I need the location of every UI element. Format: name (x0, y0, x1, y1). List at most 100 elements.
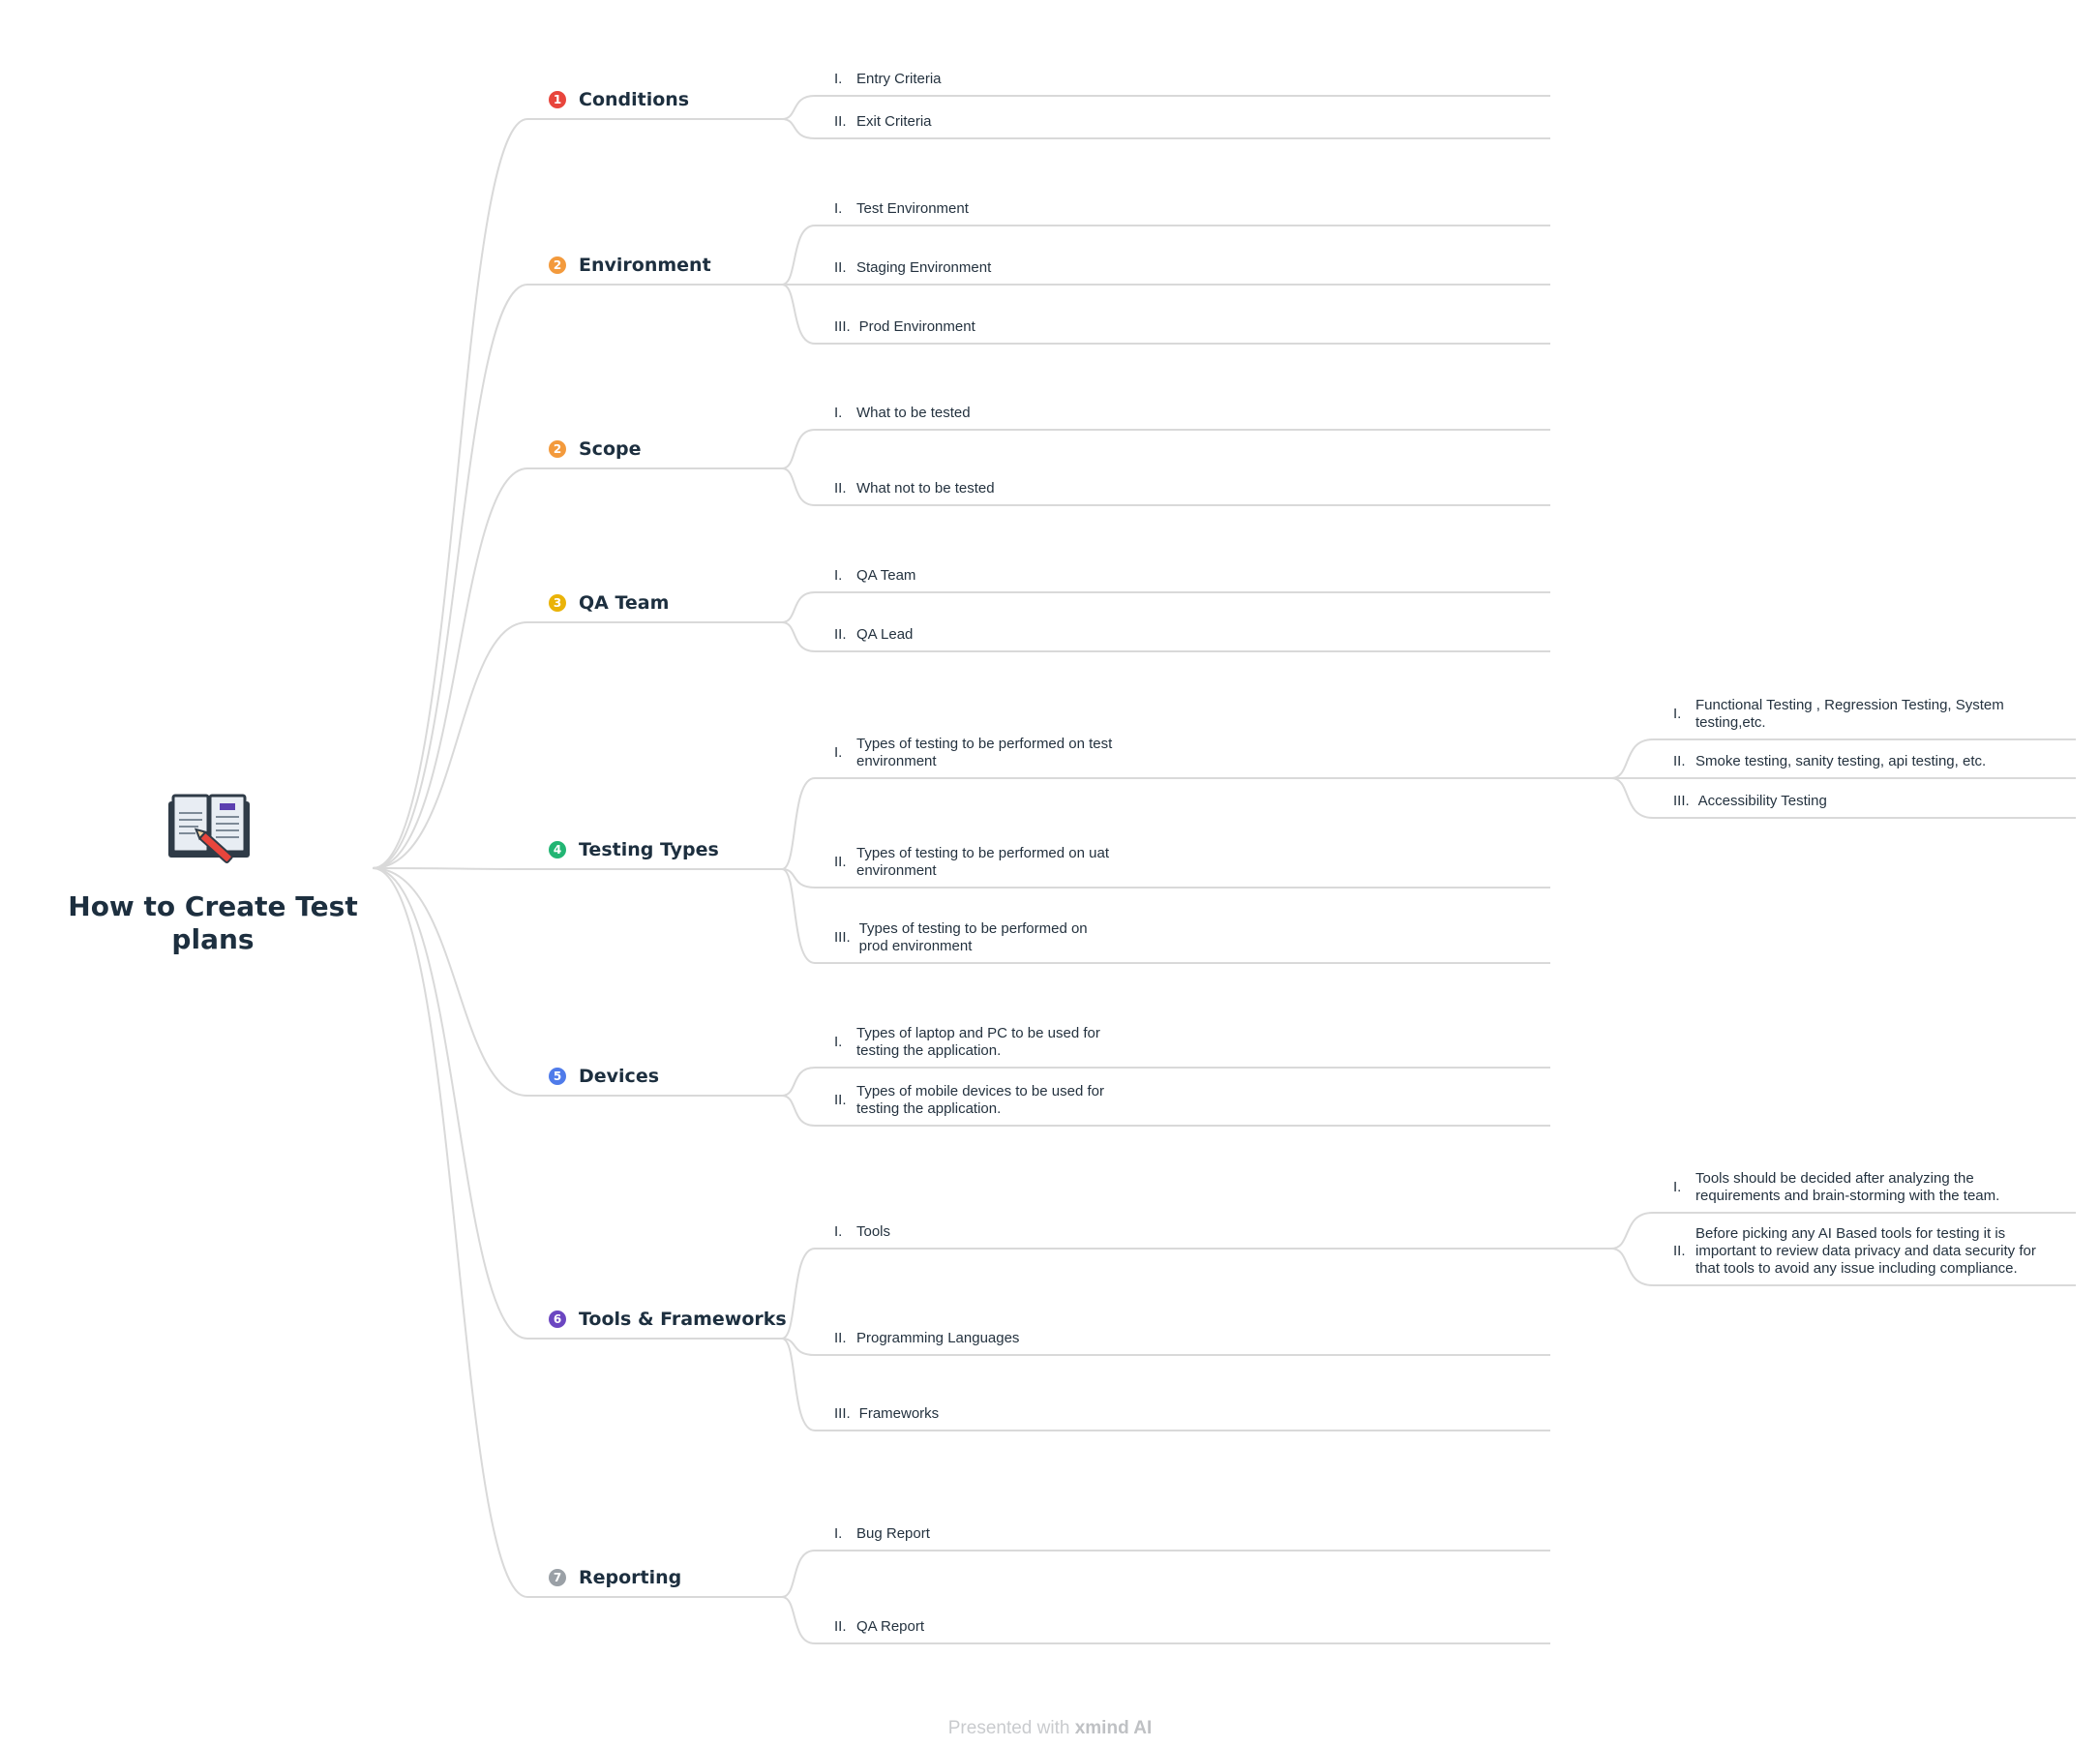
topic-types-of-mobile-devices-to-be-used-for[interactable]: II. Types of mobile devices to be used fo… (834, 1083, 1104, 1118)
subtopic-item[interactable]: III. Accessibility Testing (1673, 793, 1827, 810)
topic-test-environment[interactable]: I.Test Environment (834, 200, 969, 218)
topic-bug-report[interactable]: I. Bug Report (834, 1525, 930, 1543)
branch-tools-frameworks[interactable]: 6 Tools & Frameworks (549, 1305, 787, 1334)
branch-qa-team[interactable]: 3 QA Team (549, 588, 669, 617)
topic-label: Before picking any AI Based tools for te… (1695, 1225, 2036, 1277)
topic-what-not-to-be-tested[interactable]: II. What not to be tested (834, 480, 995, 497)
topic-qa-lead[interactable]: II. QA Lead (834, 626, 913, 644)
leaf-connector (781, 284, 816, 345)
branch-connector (372, 284, 528, 869)
topic-number: I. (834, 1223, 843, 1240)
topic-types-of-testing-to-be-performed-on-test[interactable]: I. Types of testing to be performed on te… (834, 736, 1112, 770)
presented-with-footer: Presented with xmind AI (0, 1718, 2100, 1739)
topic-number: II. (834, 480, 847, 497)
leaf-connector (781, 591, 816, 623)
topic-number: II. (834, 854, 847, 870)
topic-number: I. (834, 1034, 843, 1050)
topic-label: Types of laptop and PC to be used for te… (856, 1025, 1100, 1059)
topic-number: III. (834, 318, 851, 335)
subtopic-item[interactable]: I.Functional Testing , Regression Testin… (1673, 697, 2004, 732)
topic-staging-environment[interactable]: II.Staging Environment (834, 259, 991, 277)
topic-label: Tools should be decided after analyzing … (1695, 1170, 2000, 1204)
topic-label: Bug Report (856, 1525, 930, 1542)
topic-types-of-testing-to-be-performed-on-uat[interactable]: II. Types of testing to be performed on u… (834, 845, 1109, 880)
open-book-pencil-icon (168, 794, 250, 863)
branch-number-badge: 2 (549, 440, 566, 458)
topic-label: Tools (856, 1223, 891, 1240)
branch-number-badge: 2 (549, 256, 566, 274)
branch-connector (372, 118, 528, 869)
branch-scope[interactable]: 2 Scope (549, 435, 642, 464)
topic-label: Exit Criteria (856, 113, 932, 130)
branch-label: QA Team (579, 592, 670, 614)
topic-number: II. (834, 1618, 847, 1635)
topic-label: Types of testing to be performed on test… (856, 736, 1113, 769)
leaf-connector (781, 777, 816, 870)
branch-label: Conditions (579, 89, 690, 110)
footer-brand: xmind AI (1074, 1718, 1153, 1738)
branch-label: Testing Types (579, 839, 719, 860)
topic-label: Types of mobile devices to be used for t… (856, 1083, 1104, 1117)
topic-qa-team[interactable]: I. QA Team (834, 567, 915, 585)
subtopic-item[interactable]: II.Before picking any AI Based tools for… (1673, 1225, 2036, 1278)
topic-tools[interactable]: I. Tools (834, 1223, 890, 1241)
branch-number-badge: 7 (549, 1569, 566, 1586)
leaf-connector (781, 225, 816, 286)
footer-prefix: Presented with (947, 1718, 1070, 1738)
branch-number-badge: 1 (549, 91, 566, 108)
topic-label: What not to be tested (856, 480, 995, 497)
leaf-connector (781, 1095, 816, 1127)
topic-label: Entry Criteria (856, 71, 942, 87)
branch-environment[interactable]: 2 Environment (549, 251, 711, 280)
topic-number: I. (1673, 1179, 1682, 1195)
topic-entry-criteria[interactable]: I.Entry Criteria (834, 71, 942, 88)
branch-conditions[interactable]: 1 Conditions (549, 85, 689, 114)
leaf-connector (781, 1596, 816, 1644)
subtopic-connector (1610, 1248, 1654, 1286)
topic-what-to-be-tested[interactable]: I.What to be tested (834, 405, 971, 422)
branch-reporting[interactable]: 7 Reporting (549, 1563, 681, 1592)
topic-number: II. (834, 1330, 847, 1346)
branch-number-badge: 5 (549, 1068, 566, 1085)
topic-types-of-testing-to-be-performed-on[interactable]: III.Types of testing to be performed on … (834, 920, 1088, 955)
topic-number: III. (1673, 793, 1690, 809)
topic-label: Types of testing to be performed on uat … (856, 845, 1109, 879)
branch-label: Tools & Frameworks (579, 1309, 787, 1330)
branch-number-badge: 3 (549, 594, 566, 612)
topic-number: II. (834, 626, 847, 643)
topic-label: Test Environment (856, 200, 969, 217)
topic-number: II. (834, 1092, 847, 1108)
topic-number: II. (834, 259, 847, 276)
topic-number: I. (834, 1525, 843, 1542)
root-topic-title[interactable]: How to Create Test plans (68, 890, 358, 955)
branch-label: Reporting (579, 1567, 682, 1588)
topic-label: QA Team (856, 567, 916, 584)
branch-connector (372, 467, 528, 869)
subtopic-connector (1610, 1212, 1654, 1250)
branch-devices[interactable]: 5 Devices (549, 1062, 659, 1091)
topic-frameworks[interactable]: III.Frameworks (834, 1405, 939, 1423)
topic-number: I. (834, 567, 843, 584)
branch-label: Scope (579, 438, 642, 460)
branch-number-badge: 6 (549, 1310, 566, 1328)
topic-label: Prod Environment (858, 318, 975, 335)
branch-connector (372, 621, 528, 869)
topic-label: Accessibility Testing (1697, 793, 1827, 809)
topic-programming-languages[interactable]: II.Programming Languages (834, 1330, 1019, 1347)
leaf-connector (781, 467, 816, 506)
subtopic-item[interactable]: I. Tools should be decided after analyzin… (1673, 1170, 1999, 1205)
branch-label: Environment (579, 255, 711, 276)
topic-exit-criteria[interactable]: II.Exit Criteria (834, 113, 932, 131)
topic-number: I. (834, 405, 843, 421)
branch-label: Devices (579, 1066, 660, 1087)
leaf-connector (781, 1338, 816, 1431)
subtopic-item[interactable]: II.Smoke testing, sanity testing, api te… (1673, 753, 1986, 770)
topic-label: Functional Testing , Regression Testing,… (1695, 697, 2004, 731)
topic-types-of-laptop-and-pc-to-be-used-for[interactable]: I. Types of laptop and PC to be used for … (834, 1025, 1100, 1060)
topic-qa-report[interactable]: II.QA Report (834, 1618, 924, 1636)
topic-number: I. (834, 744, 843, 761)
topic-prod-environment[interactable]: III. Prod Environment (834, 318, 975, 336)
topic-label: QA Lead (856, 626, 914, 643)
